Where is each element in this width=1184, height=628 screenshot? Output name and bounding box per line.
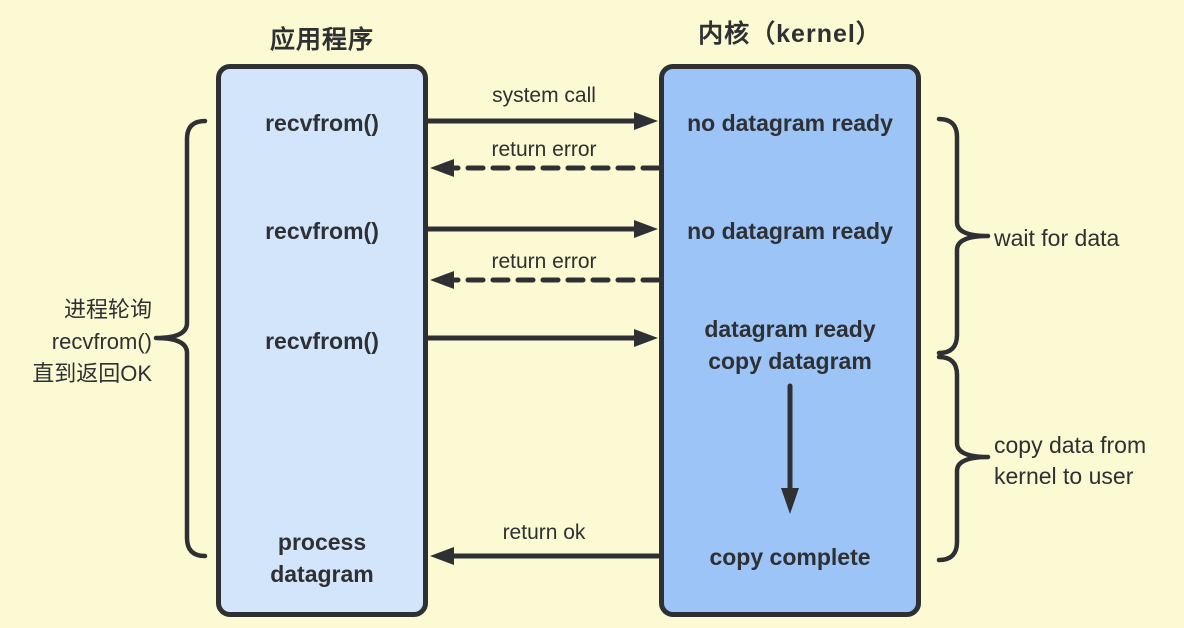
- datagram-ready-line: datagram ready: [704, 316, 876, 342]
- process-datagram-label: process datagram: [216, 526, 428, 590]
- recvfrom-label-1: recvfrom(): [265, 110, 379, 136]
- recvfrom-retry-arrow-2: [425, 220, 658, 238]
- system-call-arrow: [425, 112, 658, 130]
- polling-note-line-2: recvfrom(): [51, 329, 152, 354]
- polling-note: 进程轮询 recvfrom() 直到返回OK: [6, 294, 152, 390]
- recvfrom-label-2: recvfrom(): [265, 218, 379, 244]
- kernel-title: 内核（kernel）: [698, 20, 882, 48]
- return-error-label-1: return error: [491, 138, 597, 161]
- polling-brace: [153, 118, 208, 559]
- return-ok-arrow: [430, 547, 661, 565]
- recvfrom-retry-arrow-3: [425, 329, 658, 347]
- copy-data-brace: [936, 354, 991, 563]
- kernel-state-no-datagram-2: no datagram ready: [687, 218, 893, 244]
- return-ok-label: return ok: [502, 521, 586, 544]
- application-box: [216, 64, 428, 617]
- polling-note-line-1: 进程轮询: [63, 297, 152, 322]
- copy-data-line-2: kernel to user: [994, 463, 1134, 489]
- wait-for-data-label: wait for data: [994, 225, 1120, 251]
- kernel-state-datagram-ready: datagram ready copy datagram: [659, 313, 921, 377]
- process-line: process: [277, 529, 367, 555]
- copy-data-label: copy data from kernel to user: [994, 430, 1146, 492]
- application-title: 应用程序: [269, 26, 374, 54]
- copy-data-line-1: copy data from: [994, 432, 1147, 458]
- wait-for-data-brace: [936, 116, 991, 356]
- system-call-label: system call: [492, 84, 596, 107]
- recvfrom-label-3: recvfrom(): [265, 328, 379, 354]
- kernel-box: [659, 64, 921, 617]
- copy-datagram-line: copy datagram: [708, 348, 872, 374]
- return-error-label-2: return error: [491, 250, 597, 273]
- polling-note-line-3: 直到返回OK: [32, 361, 152, 386]
- kernel-state-copy-complete: copy complete: [709, 544, 871, 570]
- kernel-state-no-datagram-1: no datagram ready: [687, 110, 893, 136]
- datagram-line: datagram: [270, 561, 374, 587]
